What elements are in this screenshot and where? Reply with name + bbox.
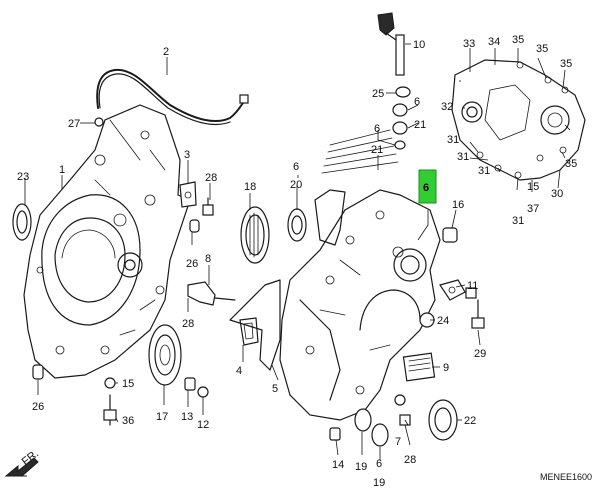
label-35-b[interactable]: 35 <box>536 43 548 55</box>
bracket-11-drawing <box>439 279 466 301</box>
label-22[interactable]: 22 <box>464 415 476 427</box>
label-15-a[interactable]: 15 <box>122 378 134 390</box>
label-6-highlighted[interactable]: 6 <box>423 182 429 194</box>
label-18[interactable]: 18 <box>244 181 256 193</box>
label-11[interactable]: 11 <box>467 280 478 292</box>
label-13[interactable]: 13 <box>181 411 193 423</box>
shaft-8-drawing <box>187 281 236 306</box>
label-21-b[interactable]: 21 <box>371 144 383 156</box>
bracket-3-drawing <box>179 181 197 208</box>
label-35-a[interactable]: 35 <box>512 34 524 46</box>
label-31-a[interactable]: 31 <box>447 134 459 146</box>
label-20[interactable]: 20 <box>290 179 302 191</box>
label-31-b[interactable]: 31 <box>457 151 469 163</box>
right-crankcase-drawing <box>279 129 441 421</box>
label-33[interactable]: 33 <box>463 38 475 50</box>
label-35-d[interactable]: 35 <box>565 158 577 170</box>
label-37[interactable]: 37 <box>527 203 539 215</box>
left-crankcase-drawing <box>23 104 191 379</box>
label-29[interactable]: 29 <box>474 348 486 360</box>
leader-lines <box>24 43 571 460</box>
label-6-c[interactable]: 6 <box>374 123 380 135</box>
oil-seal-22-drawing <box>428 399 458 441</box>
label-24[interactable]: 24 <box>437 315 449 327</box>
direction-arrow <box>4 457 39 477</box>
breather-hose-drawing <box>96 68 249 125</box>
oil-seal-23-drawing <box>12 203 32 241</box>
label-34[interactable]: 34 <box>488 36 500 48</box>
bearing-17-drawing <box>148 324 182 386</box>
label-12[interactable]: 12 <box>197 419 209 431</box>
label-4[interactable]: 4 <box>236 365 242 377</box>
label-10[interactable]: 10 <box>413 39 425 51</box>
label-35-c[interactable]: 35 <box>560 58 572 70</box>
label-16[interactable]: 16 <box>452 199 464 211</box>
label-15-b[interactable]: 15 <box>527 181 539 193</box>
bolt-28-right-drawing <box>465 287 477 299</box>
oil-seal-20-drawing <box>287 208 307 242</box>
gasket-right-drawing <box>314 189 346 246</box>
dowel-pin-26-mid-drawing <box>189 219 200 233</box>
label-26-a[interactable]: 26 <box>32 401 44 413</box>
label-28-c[interactable]: 28 <box>404 454 416 466</box>
bolt-15-36-drawing <box>103 377 117 426</box>
label-6-a[interactable]: 6 <box>293 161 299 173</box>
label-2[interactable]: 2 <box>163 46 169 58</box>
stack-25-6-21-drawing <box>392 86 411 150</box>
label-19-b[interactable]: 19 <box>373 477 385 489</box>
label-31-c[interactable]: 31 <box>478 165 490 177</box>
label-5[interactable]: 5 <box>272 383 278 395</box>
bolt-27-drawing <box>94 117 104 127</box>
gasket-5-drawing <box>229 279 281 371</box>
label-36[interactable]: 36 <box>122 415 134 427</box>
direction-label: FR. <box>20 448 41 468</box>
label-25[interactable]: 25 <box>372 88 384 100</box>
label-6-e[interactable]: 6 <box>376 458 382 470</box>
label-21-a[interactable]: 21 <box>414 119 426 131</box>
label-28-b[interactable]: 28 <box>182 318 194 330</box>
label-7[interactable]: 7 <box>395 436 401 448</box>
gasket-4-drawing <box>239 317 259 346</box>
highlight-box[interactable] <box>418 169 437 204</box>
label-27[interactable]: 27 <box>68 118 80 130</box>
bolt-29-drawing <box>471 299 485 329</box>
label-28-a[interactable]: 28 <box>205 172 217 184</box>
diagram-code: MENEE1600 <box>540 472 592 482</box>
label-19-a[interactable]: 19 <box>355 461 367 473</box>
bearing-18-drawing <box>240 206 270 264</box>
label-6-b[interactable]: 6 <box>414 96 420 108</box>
screen-9-drawing <box>402 352 436 382</box>
label-26-b[interactable]: 26 <box>186 258 198 270</box>
part-labels: 1 2 3 4 5 6 6 6 6 7 8 9 10 11 12 13 14 1… <box>17 34 592 489</box>
label-23[interactable]: 23 <box>17 171 29 183</box>
label-32[interactable]: 32 <box>441 101 453 113</box>
label-14[interactable]: 14 <box>332 459 344 471</box>
small-parts-13-12-drawing <box>184 377 209 398</box>
label-30[interactable]: 30 <box>551 188 563 200</box>
label-17[interactable]: 17 <box>156 411 168 423</box>
dowel-pin-26-drawing <box>32 364 44 380</box>
arm-10-drawing <box>377 12 405 76</box>
label-1[interactable]: 1 <box>59 164 65 176</box>
bolt-16-drawing <box>442 227 458 243</box>
label-8[interactable]: 8 <box>205 253 211 265</box>
bolt-28-upper-drawing <box>202 197 214 216</box>
label-9[interactable]: 9 <box>443 362 449 374</box>
label-3[interactable]: 3 <box>184 149 190 161</box>
label-31-d[interactable]: 31 <box>512 215 524 227</box>
